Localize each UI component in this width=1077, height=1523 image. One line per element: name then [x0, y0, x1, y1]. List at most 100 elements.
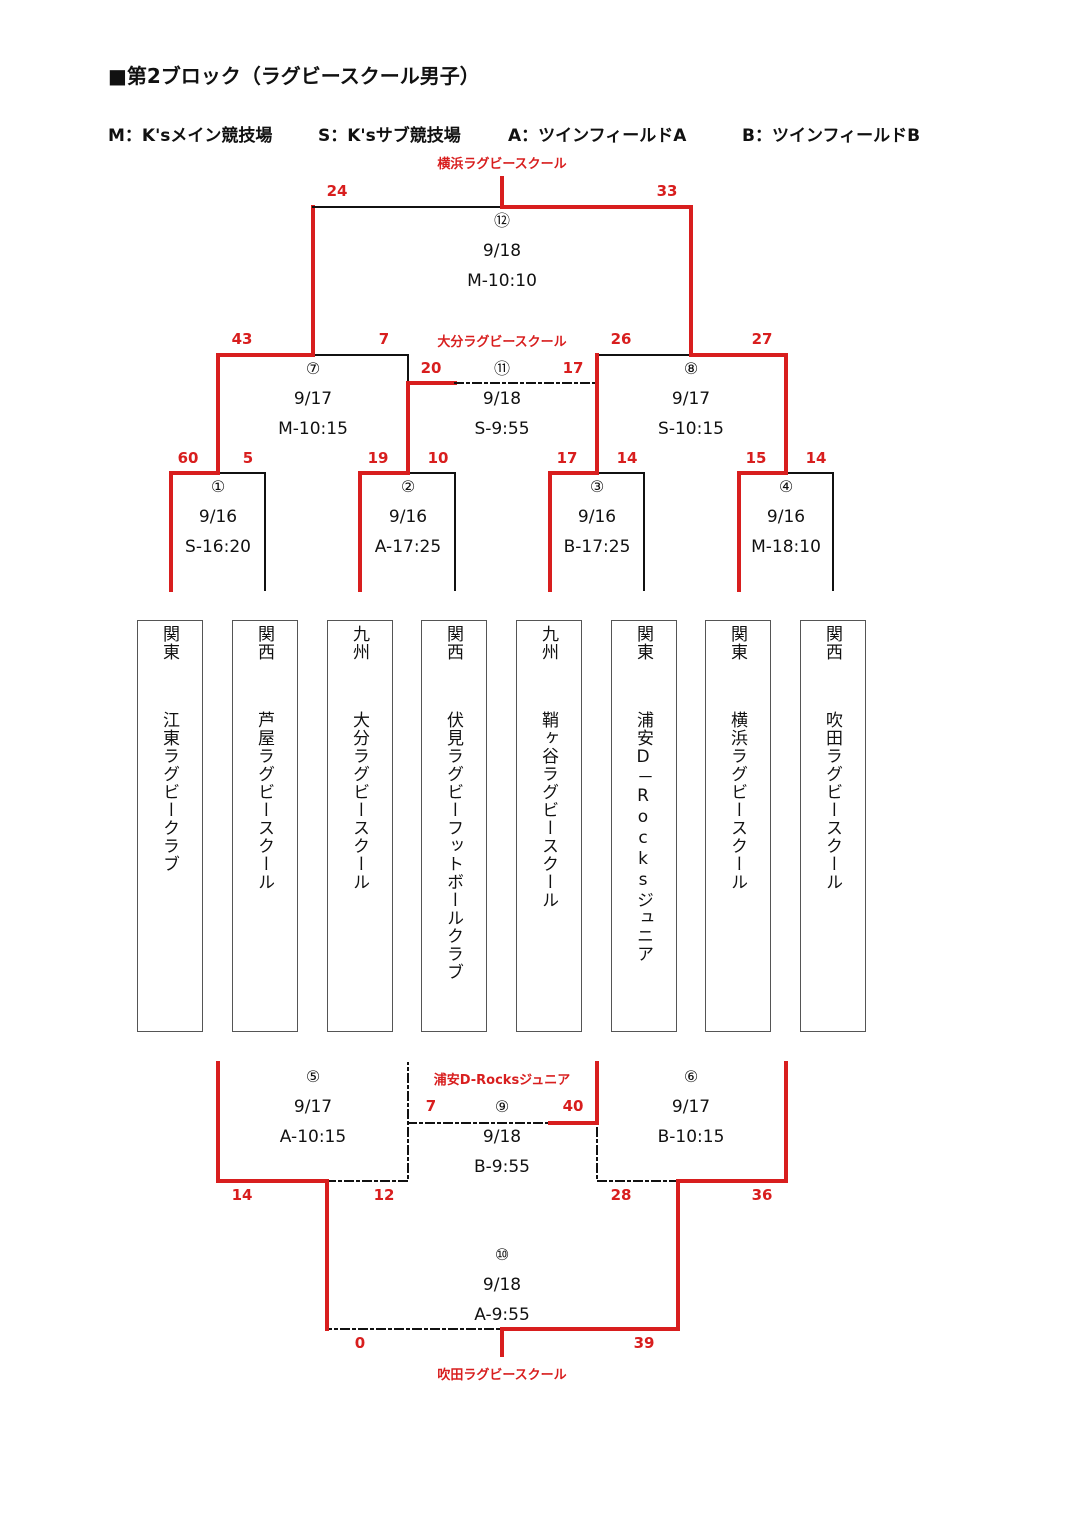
match-slot: M-10:10: [467, 271, 537, 291]
team-box-3: 九州 大分ラグビースクール: [327, 620, 393, 1032]
match-date: 9/18: [482, 389, 522, 409]
page-title: ■第2ブロック（ラグビースクール男子）: [108, 64, 480, 88]
score-m7-left: 43: [231, 330, 253, 348]
score-m1-left: 60: [177, 449, 199, 467]
score-m12-right: 33: [656, 182, 678, 200]
team-region: 関東: [159, 625, 179, 661]
match-6: ⑥ 9/17 B-10:15: [658, 1062, 725, 1152]
match-slot: B-17:25: [563, 537, 631, 557]
m6-loser-line: [596, 1122, 679, 1182]
match-number: ①: [210, 477, 226, 496]
score-m4-right: 14: [805, 449, 827, 467]
m5-winner-line: [216, 1061, 329, 1183]
legend-venue-m: M：K'sメイン競技場: [108, 126, 273, 146]
team-name: 吹田ラグビースクール: [822, 711, 842, 891]
m1-winner-line: [169, 353, 220, 592]
match-number: ⑤: [305, 1067, 321, 1086]
score-m9-left: 7: [425, 1097, 437, 1115]
score-m7-right: 7: [378, 330, 390, 348]
match-date: 9/16: [577, 507, 617, 527]
score-m3-right: 14: [616, 449, 638, 467]
match-slot: A-10:15: [279, 1127, 347, 1147]
match-number: ④: [778, 477, 794, 496]
champion-label: 横浜ラグビースクール: [437, 157, 567, 172]
match-date: 9/16: [766, 507, 806, 527]
team-region: 九州: [349, 625, 369, 661]
team-box-7: 関東 横浜ラグビースクール: [705, 620, 771, 1032]
team-region: 関西: [443, 625, 463, 661]
match-1: ① 9/16 S-16:20: [185, 472, 251, 562]
team-box-4: 関西 伏見ラグビーフットボールクラブ: [421, 620, 487, 1032]
score-m2-left: 19: [367, 449, 389, 467]
match-number: ⑧: [683, 359, 699, 378]
match-number: ②: [400, 477, 416, 496]
fifth-place-label: 浦安D-Rocksジュニア: [433, 1073, 571, 1088]
m4-loser-line: [785, 472, 834, 591]
team-name: 浦安D－Rocksジュニア: [633, 711, 653, 963]
team-box-2: 関西 芦屋ラグビースクール: [232, 620, 298, 1032]
third-place-label: 大分ラグビースクール: [437, 335, 567, 350]
match-date: 9/17: [293, 389, 333, 409]
team-region: 九州: [538, 625, 558, 661]
match-3: ③ 9/16 B-17:25: [564, 472, 631, 562]
match-7: ⑦ 9/17 M-10:15: [278, 354, 348, 444]
score-m12-left: 24: [326, 182, 348, 200]
team-region: 関西: [822, 625, 842, 661]
match-slot: M-10:15: [278, 419, 348, 439]
m1-loser-line: [217, 472, 266, 591]
m2-winner-line: [358, 381, 410, 592]
m12-winner-line: [500, 176, 693, 209]
m4-winner-line: [737, 353, 788, 592]
score-m4-left: 15: [745, 449, 767, 467]
legend-venue-b: B：ツインフィールドB: [742, 126, 921, 146]
score-m1-right: 5: [242, 449, 254, 467]
score-m5-right: 12: [373, 1186, 395, 1204]
legend-venue-a: A：ツインフィールドA: [508, 126, 687, 146]
seventh-place-label: 吹田ラグビースクール: [437, 1368, 567, 1383]
match-number: ⑩: [494, 1245, 510, 1264]
match-date: 9/16: [388, 507, 428, 527]
match-9: ⑨ 9/18 B-9:55: [474, 1092, 530, 1182]
team-name: 鞘ヶ谷ラグビースクール: [538, 711, 558, 909]
match-number: ⑪: [493, 359, 511, 378]
score-m11-right: 17: [562, 359, 584, 377]
match-slot: S-10:15: [658, 419, 724, 439]
m6-winner-line: [676, 1061, 788, 1183]
team-box-1: 関東 江東ラグビークラブ: [137, 620, 203, 1032]
score-m2-right: 10: [427, 449, 449, 467]
match-date: 9/18: [482, 241, 522, 261]
team-name: 横浜ラグビースクール: [727, 711, 747, 891]
m7-winner-line: [216, 205, 315, 357]
m5-loser-line: [326, 1062, 409, 1182]
team-name: 伏見ラグビーフットボールクラブ: [443, 711, 463, 981]
team-region: 関東: [633, 625, 653, 661]
match-date: 9/18: [482, 1275, 522, 1295]
m3-loser-line: [596, 472, 645, 591]
score-m5-left: 14: [231, 1186, 253, 1204]
m10-winner-line: [500, 1179, 680, 1357]
match-date: 9/17: [671, 389, 711, 409]
score-m6-left: 28: [610, 1186, 632, 1204]
match-date: 9/16: [198, 507, 238, 527]
match-slot: M-18:10: [751, 537, 821, 557]
team-box-5: 九州 鞘ヶ谷ラグビースクール: [516, 620, 582, 1032]
match-10: ⑩ 9/18 A-9:55: [474, 1240, 530, 1330]
team-box-8: 関西 吹田ラグビースクール: [800, 620, 866, 1032]
score-m10-left: 0: [354, 1334, 366, 1352]
score-m6-right: 36: [751, 1186, 773, 1204]
team-box-6: 関東 浦安D－Rocksジュニア: [611, 620, 677, 1032]
match-date: 9/18: [482, 1127, 522, 1147]
m7-loser-line: [312, 354, 409, 384]
match-11: ⑪ 9/18 S-9:55: [474, 354, 529, 444]
match-date: 9/17: [293, 1097, 333, 1117]
score-m8-right: 27: [751, 330, 773, 348]
m2-loser-line: [407, 472, 456, 591]
match-number: ⑫: [493, 211, 511, 230]
match-12: ⑫ 9/18 M-10:10: [467, 206, 537, 296]
match-8: ⑧ 9/17 S-10:15: [658, 354, 724, 444]
score-m11-left: 20: [420, 359, 442, 377]
score-m8-left: 26: [610, 330, 632, 348]
match-date: 9/17: [671, 1097, 711, 1117]
match-number: ⑦: [305, 359, 321, 378]
